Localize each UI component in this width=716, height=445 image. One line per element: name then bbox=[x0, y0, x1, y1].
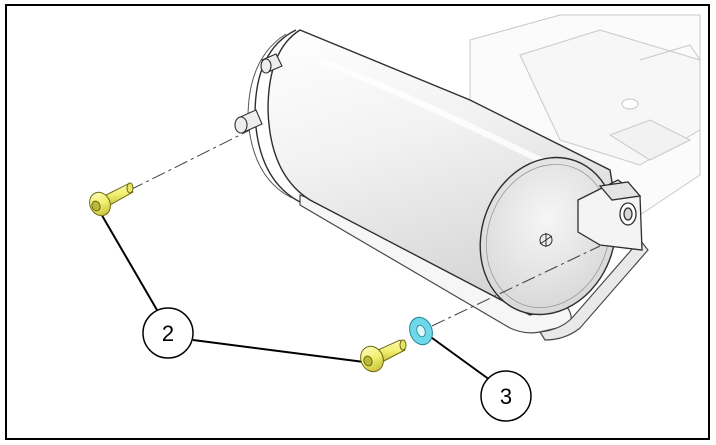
screw-lower bbox=[360, 339, 407, 373]
callout-2-circle bbox=[142, 307, 194, 359]
callout-2: 2 bbox=[142, 307, 194, 359]
callout-3-label: 3 bbox=[500, 384, 512, 409]
leader-lines bbox=[99, 211, 491, 381]
rear-fittings bbox=[234, 53, 283, 134]
front-mounting-tab bbox=[577, 179, 643, 251]
mounting-bracket bbox=[469, 14, 701, 216]
screw-upper bbox=[89, 182, 134, 217]
callout-3-circle bbox=[480, 370, 532, 422]
cylinder-motor bbox=[247, 29, 617, 316]
washer bbox=[409, 316, 433, 346]
assembly-centerlines bbox=[129, 129, 601, 327]
callout-3: 3 bbox=[480, 370, 532, 422]
callout-2-label: 2 bbox=[162, 321, 174, 346]
